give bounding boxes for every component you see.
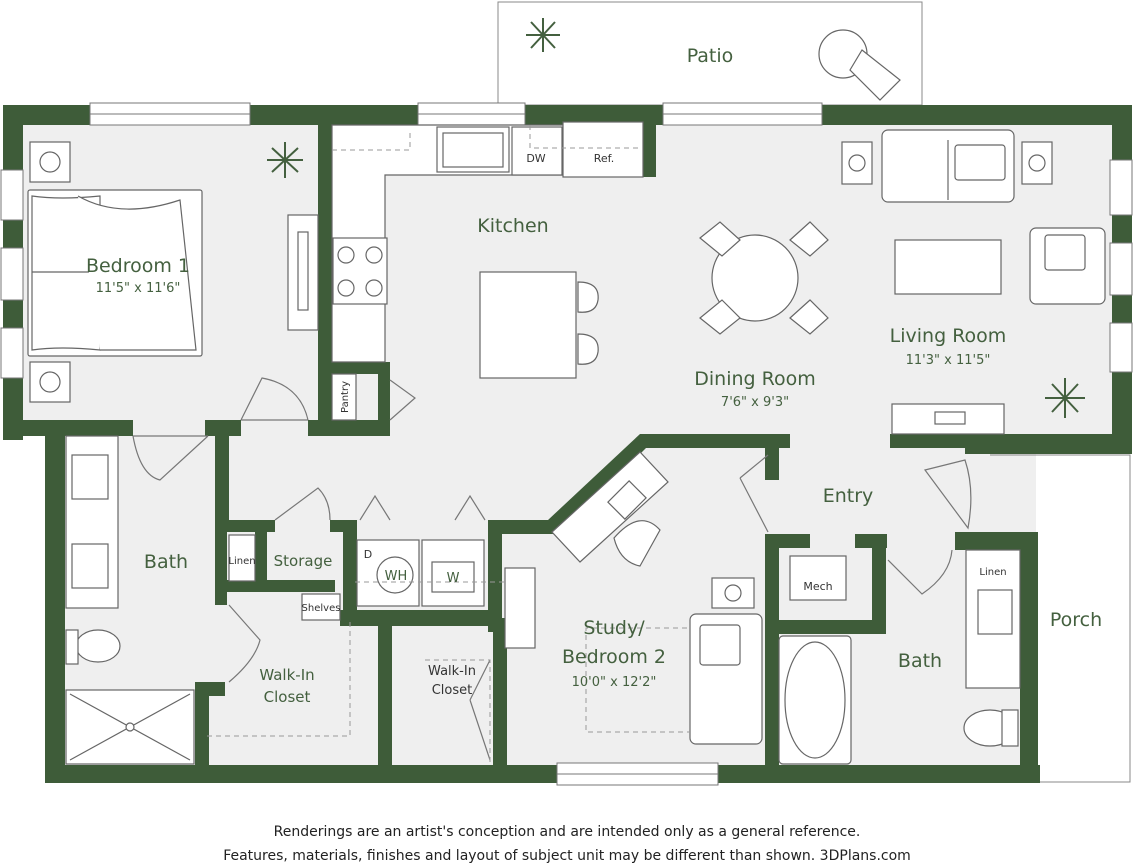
porch-label: Porch [1050,609,1102,631]
study-label-line1: Study/ [583,617,645,639]
bath2-fixtures [778,549,1021,765]
washer-label: W [447,571,460,586]
closet-outlines [207,125,690,765]
ref-label: Ref. [594,152,615,165]
patio-chair [818,29,901,101]
bedroom1-dims: 11'5" x 11'6" [96,281,181,296]
dining-table [699,221,829,335]
living-dims: 11'3" x 11'5" [906,353,991,368]
entry-label: Entry [823,485,874,507]
bath2-label: Bath [898,650,942,672]
dryer-label: D [364,548,372,561]
pantry-label: Pantry [340,381,351,413]
dining-dims: 7'6" x 9'3" [721,395,789,410]
door-swings [132,377,972,761]
study-label-line2: Bedroom 2 [562,646,666,668]
disclaimer-line1: Renderings are an artist's conception an… [273,824,861,840]
walkin2-line1: Walk-In [428,664,476,679]
kitchen-label: Kitchen [477,215,548,237]
study-dims: 10'0" x 12'2" [572,675,657,690]
bath1-label: Bath [144,551,188,573]
kitchen-fixtures [331,121,644,421]
patio-label: Patio [687,45,734,67]
walkin1-line2: Closet [264,688,311,706]
storage-label: Storage [274,552,333,570]
porch-outline [990,454,1131,783]
linen2-label: Linen [979,567,1006,578]
laundry-fixtures [228,534,485,621]
bed-furniture [27,141,319,403]
water-heater-label: WH [385,569,408,584]
study-furniture [504,451,763,745]
disclaimer-line2: Features, materials, finishes and layout… [223,848,911,864]
dining-label: Dining Room [694,368,815,390]
bath1-fixtures [65,435,195,765]
shelves-label: Shelves [302,603,341,614]
walkin2-line2: Closet [432,683,473,698]
plant-icon [267,18,1085,418]
living-label: Living Room [890,325,1007,347]
dw-label: DW [526,152,545,165]
living-furniture [841,129,1106,435]
walkin1-line1: Walk-In [259,666,314,684]
bedroom1-label: Bedroom 1 [86,255,190,277]
windows [0,102,1133,786]
mech-label: Mech [803,580,832,593]
walls [3,105,1132,783]
linen1-label: Linen [228,556,255,567]
